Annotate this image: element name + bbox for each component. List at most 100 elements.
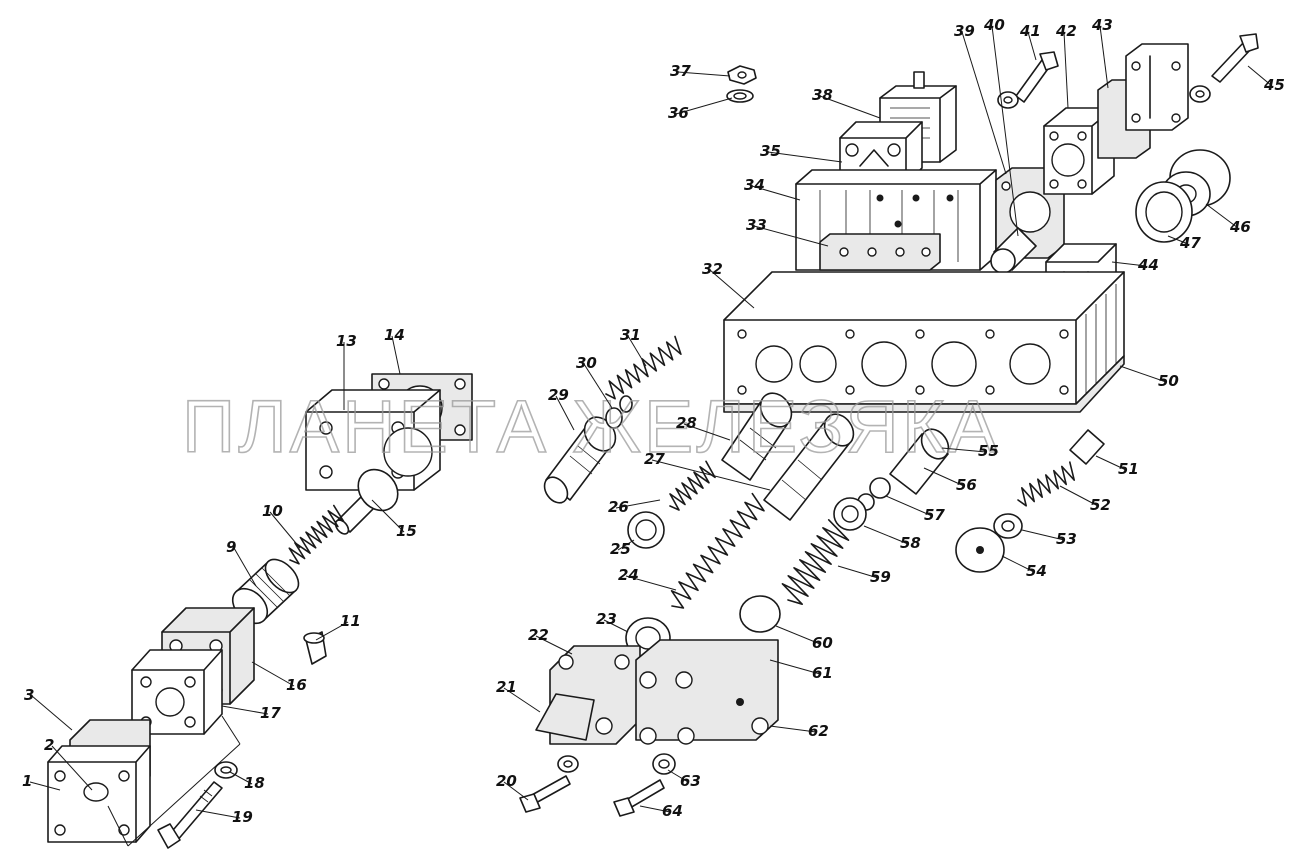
leader-line-28 [683,423,731,441]
leader-line-26 [615,499,661,509]
callout-27: 27 [644,450,665,468]
leader-line-47 [1167,235,1189,245]
part-52-spring [1017,461,1075,507]
callout-62: 62 [808,722,829,740]
part-64-bolt [613,779,665,817]
callout-31: 31 [620,326,641,344]
leader-line-19 [195,809,241,819]
part-53-washer [993,513,1023,539]
leader-line-36 [675,97,733,115]
leader-line-51 [1095,455,1127,471]
watermark-text: ПЛАНЕТА ЖЕЛЕЗЯКА [182,385,1000,468]
callout-37: 37 [670,62,691,80]
part-11-plug [303,631,327,665]
leader-line-55 [941,447,987,453]
callout-21: 21 [496,678,517,696]
leader-line-35 [767,151,843,163]
part-15-plunger [334,468,399,535]
callout-23: 23 [596,610,617,628]
callout-leaders [29,25,1273,819]
part-31-spring [605,335,682,400]
callout-53: 53 [1056,530,1077,548]
callout-50: 50 [1158,372,1179,390]
leader-line-40 [991,25,1019,237]
leader-line-34 [751,185,801,201]
part-17-flange-plate [131,649,223,735]
callout-30: 30 [576,354,597,372]
leader-line-2 [51,745,93,791]
callout-57: 57 [924,506,945,524]
leader-line-53 [1021,529,1065,541]
callout-46: 46 [1229,218,1251,236]
callout-40: 40 [983,16,1005,34]
part-58-ring [833,497,867,531]
part-45-bolt [1211,33,1259,83]
leader-line-33 [753,225,829,247]
leader-line-57 [885,495,933,517]
callout-11: 11 [340,612,361,630]
callout-59: 59 [870,568,891,586]
part-19-bolt [157,781,223,849]
callout-17: 17 [260,704,281,722]
leader-line-10 [269,511,301,549]
leader-line-61 [769,659,821,675]
callout-13: 13 [336,332,357,350]
callout-26: 26 [608,498,629,516]
callout-44: 44 [1137,256,1159,274]
leader-line-50 [1119,365,1167,383]
part-18-washer-right [1189,85,1211,103]
leader-line-63 [667,769,689,783]
leader-line-31 [627,335,647,367]
part-33-gasket [819,233,941,271]
callout-18: 18 [244,774,265,792]
part-27-spool [763,413,855,521]
leader-line-32 [709,269,755,309]
part-32-main-body [723,271,1125,405]
callout-20: 20 [496,772,517,790]
leader-line-37 [677,71,731,77]
callout-47: 47 [1179,234,1201,252]
leader-line-45 [1247,65,1273,87]
callout-24: 24 [618,566,639,584]
part-21-elbow [535,693,595,741]
part-18-washer-top [997,91,1019,109]
callout-58: 58 [900,534,921,552]
callout-51: 51 [1118,460,1139,478]
part-60-cap [739,595,781,633]
callout-32: 32 [702,260,723,278]
callout-34: 34 [744,176,765,194]
callout-36: 36 [668,104,689,122]
leader-line-38 [819,95,881,119]
leader-line-52 [1059,485,1099,507]
leader-line-29 [555,395,575,431]
callout-3: 3 [24,686,34,704]
part-36-washer [726,89,754,103]
leader-line-42 [1063,31,1069,109]
callout-15: 15 [396,522,417,540]
part-25-sleeve [627,511,665,549]
part-51-plug [1069,429,1105,465]
leader-line-59 [837,565,879,579]
leader-line-1 [29,781,61,791]
leader-line-54 [1001,555,1035,573]
leader-line-18 [229,771,253,785]
leader-line-15 [371,499,405,533]
part-35-actuator [839,121,923,185]
callout-42: 42 [1055,22,1077,40]
leader-line-16 [251,661,295,687]
leader-line-64 [639,805,671,813]
part-29-spool [543,416,617,504]
callout-52: 52 [1090,496,1111,514]
leader-line-46 [1205,203,1239,229]
callout-61: 61 [812,664,833,682]
part-10-spring [288,504,345,565]
leader-line-17 [221,705,269,715]
leader-line-43 [1099,25,1109,89]
callout-28: 28 [676,414,697,432]
part-30-washers [605,395,633,429]
leader-line-56 [923,467,965,487]
callout-10: 10 [262,502,283,520]
callout-35: 35 [760,142,781,160]
part-44-bracket [1125,43,1189,131]
callout-2: 2 [44,736,54,754]
